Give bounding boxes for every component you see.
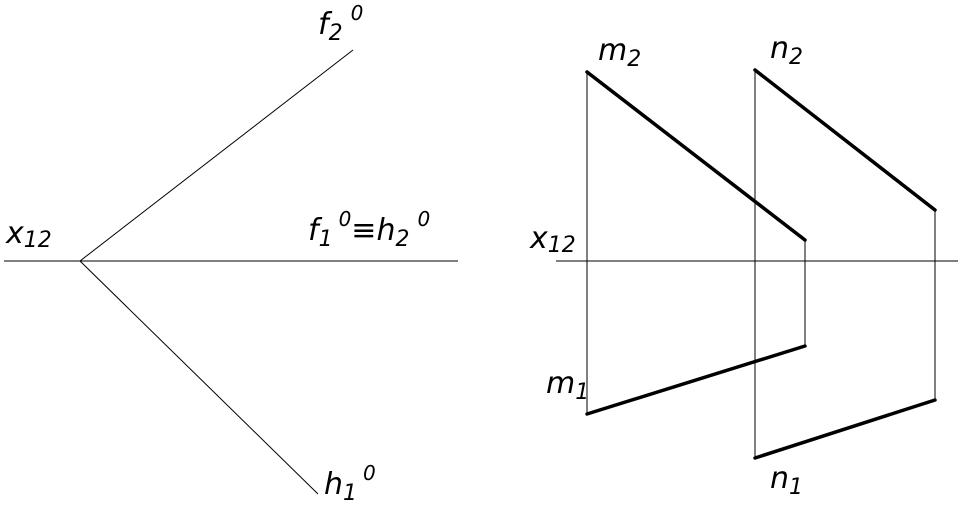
n1-label: n1 — [770, 461, 803, 500]
trace-h1-line — [79, 260, 319, 495]
right-axis-label: x12 — [529, 221, 576, 258]
n1-line — [753, 398, 937, 460]
left-axis-label: x12 — [5, 216, 52, 253]
f2-label: f20 — [318, 1, 363, 46]
m1-label: m1 — [546, 366, 589, 405]
trace-f2-line — [79, 49, 354, 262]
m2-line — [585, 70, 807, 242]
m1-line — [585, 344, 807, 416]
left-figure: x12 f20 f10≡h20 h10 — [4, 1, 458, 506]
f1-h2-coincide-label: f10≡h20 — [308, 207, 430, 252]
n2-label: n2 — [770, 31, 803, 70]
m2-label: m2 — [598, 33, 641, 72]
right-figure: x12 m2 n2 m1 n1 — [529, 31, 958, 500]
n2-line — [753, 68, 937, 212]
h1-label: h10 — [324, 461, 376, 506]
